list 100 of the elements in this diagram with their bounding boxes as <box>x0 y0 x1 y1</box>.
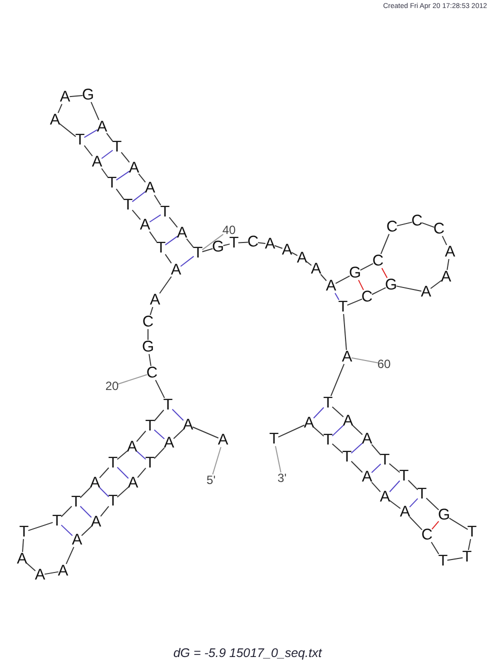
backbone-line <box>380 234 390 254</box>
backbone-line <box>154 447 165 459</box>
nucleotide-letter: A <box>34 567 46 583</box>
nucleotide-letter: T <box>145 418 155 434</box>
backbone-line <box>320 274 327 282</box>
backbone-line <box>202 248 214 252</box>
nucleotide-letter: T <box>108 493 118 509</box>
nucleotide-letter: A <box>420 284 432 300</box>
nucleotide-letter: A <box>342 413 354 429</box>
backbone-line <box>430 542 440 555</box>
nucleotide-letter: T <box>52 513 62 529</box>
nucleotide-letter: G <box>212 239 224 255</box>
position-label: 60 <box>377 358 391 370</box>
backbone-line <box>60 506 72 518</box>
backbone-line <box>442 236 448 246</box>
backbone-line <box>335 275 350 284</box>
nucleotide-letter: A <box>128 160 140 176</box>
connector-line <box>116 466 129 479</box>
backbone-line <box>346 298 363 306</box>
nucleotide-letter: A <box>92 154 102 170</box>
backbone-line <box>371 444 382 456</box>
nucleotide-letter: T <box>380 452 390 468</box>
nucleotide-letter: T <box>342 449 352 465</box>
backbone-line <box>468 538 472 550</box>
connector-line <box>409 498 418 508</box>
backbone-line <box>164 254 172 264</box>
nucleotide-letter: T <box>467 524 477 540</box>
backbone-line <box>173 428 184 440</box>
backbone-line <box>44 571 59 575</box>
nucleotide-letter: C <box>411 213 423 229</box>
backbone-line <box>306 261 312 266</box>
connector-line <box>117 374 148 385</box>
nucleotide-letter: A <box>182 417 194 433</box>
backbone-line <box>360 263 374 271</box>
nucleotide-letter: T <box>323 432 333 448</box>
backbone-line <box>352 424 363 436</box>
nucleotide-letter: A <box>72 532 82 548</box>
connector-line <box>274 446 282 473</box>
connector-line <box>116 170 130 181</box>
backbone-line <box>408 480 418 490</box>
backbone-line <box>120 152 130 163</box>
backbone-line <box>66 546 74 564</box>
nucleotide-letter: A <box>326 278 336 294</box>
connector-line <box>101 150 114 160</box>
backbone-line <box>168 216 178 228</box>
backbone-line <box>350 460 363 473</box>
backbone-line <box>332 406 344 418</box>
nucleotide-letter: A <box>150 292 160 308</box>
connector-line <box>180 256 194 267</box>
connector-line <box>350 442 363 454</box>
backbone-line <box>448 518 468 530</box>
nucleotide-letter: A <box>342 349 352 365</box>
backbone-line <box>116 486 129 498</box>
nucleotide-letter: A <box>90 514 102 530</box>
nucleotide-letter: A <box>218 432 228 448</box>
backbone-line <box>100 506 110 517</box>
nucleotide-letter: C <box>421 527 433 543</box>
position-label: 3' <box>278 472 286 484</box>
connector-line <box>202 234 224 250</box>
backbone-line <box>446 557 464 561</box>
nucleotide-letter: T <box>156 240 166 256</box>
nucleotide-letter: A <box>58 563 68 579</box>
nucleotide-letter: T <box>145 455 155 471</box>
connector-line <box>80 506 92 518</box>
nucleotide-letter: T <box>163 397 173 413</box>
backbone-line <box>371 287 386 295</box>
nucleotide-letter: A <box>310 261 322 277</box>
nucleotide-letter: C <box>386 219 398 235</box>
nucleotide-letter: T <box>323 395 333 411</box>
position-label: 5' <box>206 474 216 486</box>
backbone-line <box>430 280 442 290</box>
connector-line <box>136 450 146 460</box>
backbone-line <box>222 244 230 246</box>
nucleotide-letter: C <box>142 314 154 330</box>
connector-line <box>84 129 98 138</box>
connector-line <box>154 429 165 440</box>
backbone-line <box>421 222 435 228</box>
connector-line <box>351 357 379 364</box>
backbone-line <box>155 380 165 398</box>
nucleotide-letter: T <box>462 549 472 565</box>
backbone-line <box>396 286 422 292</box>
nucleotide-letter: A <box>362 469 372 485</box>
backbone-line <box>149 231 158 242</box>
nucleotide-letter: T <box>417 486 427 502</box>
backbone-line <box>409 516 423 530</box>
nucleotide-letter: A <box>164 435 174 451</box>
backbone-line <box>389 500 401 510</box>
backbone-line <box>80 487 91 498</box>
nucleotide-letter: G <box>142 339 154 355</box>
nucleotide-letter: C <box>361 289 373 305</box>
nucleotide-letter: T <box>112 139 122 155</box>
backbone-line <box>332 443 344 454</box>
nucleotide-letter: A <box>50 112 60 128</box>
nucleotide-letter: T <box>123 197 133 213</box>
connector-line <box>132 191 146 202</box>
connector-line <box>149 214 162 222</box>
connector-line <box>332 424 344 436</box>
connector-line <box>389 480 400 492</box>
backbone-line <box>343 314 347 350</box>
backbone-line <box>426 498 440 510</box>
